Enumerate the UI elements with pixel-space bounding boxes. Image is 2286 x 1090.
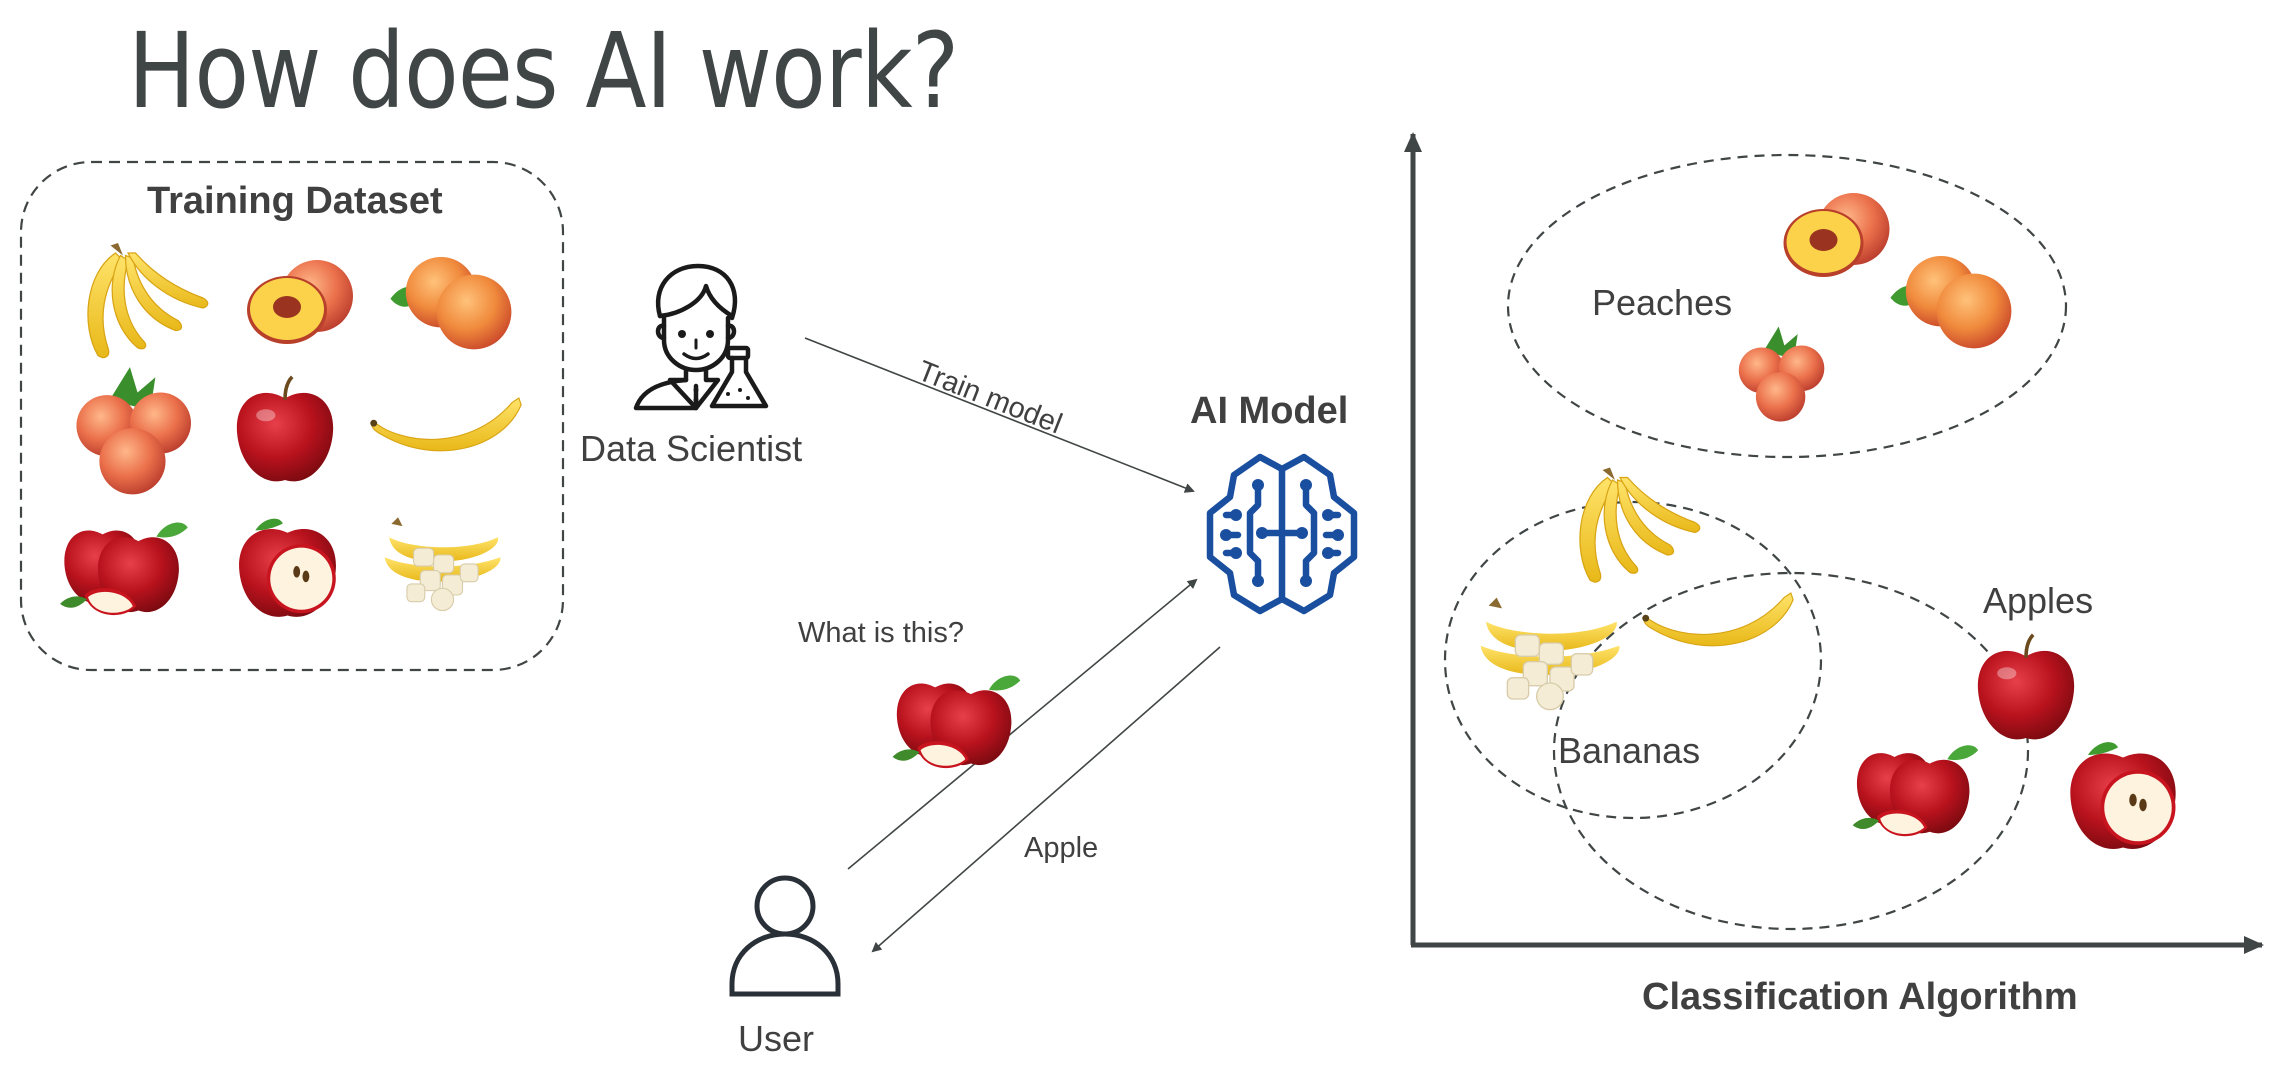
- query-arrow: [847, 578, 1198, 870]
- cluster-apples-boundary: [1552, 571, 2030, 931]
- slide-title: How does AI work?: [128, 10, 959, 132]
- ai-model-label: AI Model: [1190, 390, 1349, 432]
- cluster-peaches-leaf-image: [1882, 245, 2022, 355]
- train-model-arrow: [804, 337, 1195, 493]
- cluster-apples-label: Apples: [1983, 580, 2094, 621]
- brain-circuit-icon: [1206, 453, 1358, 615]
- apples-sliced-image: [50, 512, 200, 624]
- peach-halved-image: [236, 252, 366, 352]
- answer-label: Apple: [1024, 832, 1099, 864]
- cluster-banana-image: [1640, 590, 1800, 660]
- query-apples-image: [880, 665, 1035, 777]
- classification-axis-label: Classification Algorithm: [1642, 976, 2078, 1018]
- user-icon: [729, 875, 841, 997]
- answer-arrow: [871, 646, 1221, 953]
- cluster-apples-sliced-image: [1824, 735, 2009, 845]
- apple-halved-image: [220, 512, 355, 627]
- cluster-apple-halved-image: [2048, 735, 2198, 860]
- apple-image: [225, 372, 345, 492]
- data-scientist-icon: [633, 263, 769, 411]
- query-label: What is this?: [798, 617, 964, 649]
- cluster-peaches-label: Peaches: [1592, 282, 1733, 323]
- cluster-bananas-sliced-image: [1470, 595, 1630, 715]
- bananas-sliced-image: [375, 515, 510, 615]
- cluster-bananas-image: [1560, 460, 1710, 590]
- cluster-apple-image: [1966, 630, 2086, 750]
- cluster-peaches-cluster-image: [1735, 305, 1830, 445]
- cluster-peaches-boundary: [1506, 153, 2068, 459]
- peaches-leaf-image: [382, 246, 522, 356]
- peaches-cluster-image: [70, 362, 200, 502]
- training-dataset-heading: Training Dataset: [147, 180, 443, 222]
- training-dataset-box: [19, 160, 565, 672]
- cluster-bananas-boundary: [1443, 500, 1823, 820]
- banana-image: [368, 395, 528, 465]
- user-label: User: [738, 1018, 815, 1059]
- bananas-image: [68, 238, 218, 363]
- cluster-bananas-label: Bananas: [1558, 730, 1701, 771]
- data-scientist-label: Data Scientist: [580, 428, 803, 469]
